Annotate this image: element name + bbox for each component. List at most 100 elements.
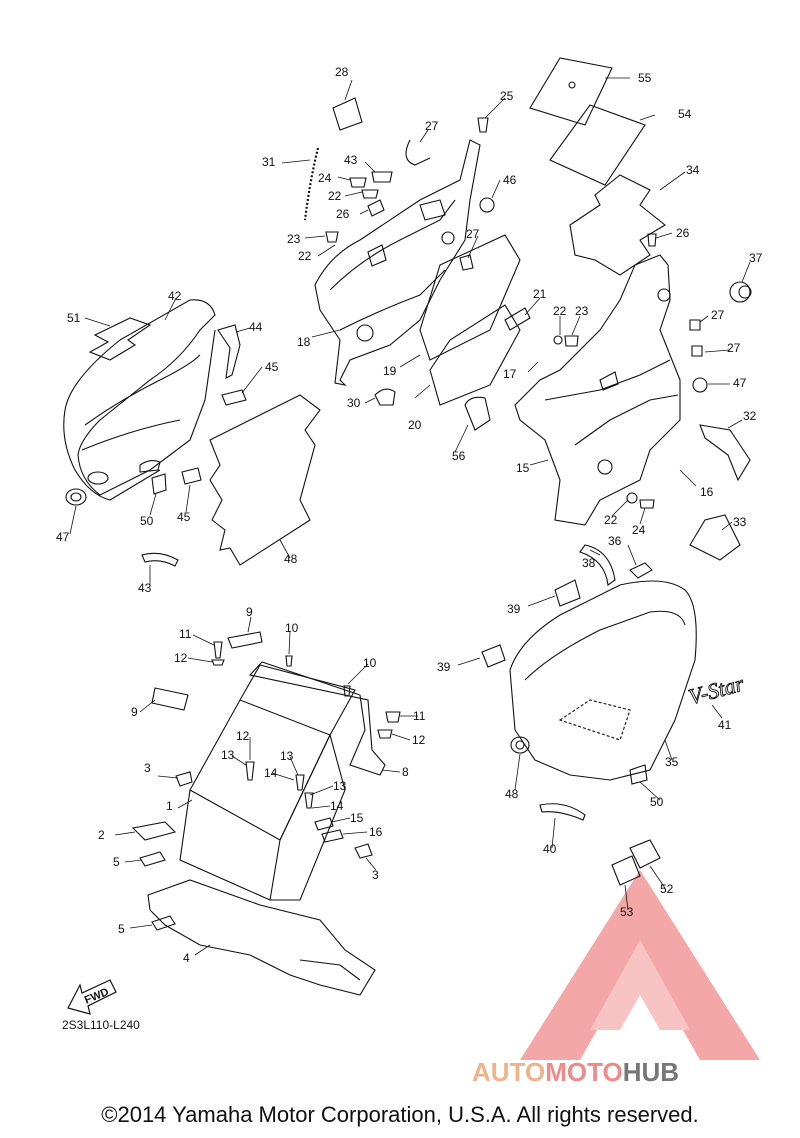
clip-30 xyxy=(374,388,396,406)
grommet-47-left xyxy=(65,488,87,506)
callout-33: 33 xyxy=(733,515,747,529)
callout-55: 55 xyxy=(638,71,652,85)
callout-49: 48 xyxy=(284,552,298,566)
callout-50-left: 50 xyxy=(140,514,154,528)
right-frame-bracket xyxy=(514,254,681,526)
panel-20 xyxy=(429,304,521,406)
callout-13-c: 14 xyxy=(330,799,344,813)
callout-numbers: 28 25 27 31 43 24 22 26 23 22 27 46 55 5… xyxy=(56,65,763,965)
sheet-5-lower xyxy=(151,915,176,931)
callout-27-c: 27 xyxy=(727,341,741,355)
callout-9-a: 10 xyxy=(285,621,299,635)
callout-27-b: 27 xyxy=(711,308,725,322)
callout-26: 26 xyxy=(336,207,350,221)
callout-50-right: 50 xyxy=(650,795,664,809)
callout-44: 44 xyxy=(249,320,263,334)
callout-19: 19 xyxy=(383,364,397,378)
callout-47-right: 48 xyxy=(505,787,519,801)
callout-23-a: 23 xyxy=(287,232,301,246)
callout-29: 28 xyxy=(335,65,349,79)
callout-8: 9 xyxy=(131,705,138,719)
callout-4: 4 xyxy=(183,951,190,965)
sheet-34 xyxy=(569,174,666,276)
callout-30: 30 xyxy=(347,396,361,410)
copyright-notice: ©2014 Yamaha Motor Corporation, U.S.A. A… xyxy=(101,1102,699,1127)
callout-9-b: 10 xyxy=(363,656,377,670)
callout-10-right: 11 xyxy=(413,709,426,723)
fwd-arrow: FWD xyxy=(67,979,117,1015)
tray-4-detail xyxy=(299,959,361,981)
callout-22-c: 22 xyxy=(553,304,567,318)
callout-11-left: 12 xyxy=(174,651,188,665)
callout-47-left: 47 xyxy=(56,530,70,544)
callout-43: 43 xyxy=(344,153,358,167)
callout-25-top: 25 xyxy=(500,89,514,103)
callout-48-right: 47 xyxy=(733,376,747,390)
watermark-triangle-logo xyxy=(520,870,760,1060)
sticker-21 xyxy=(504,307,531,331)
sticker-7 xyxy=(227,631,263,649)
callout-39-lower: 39 xyxy=(437,660,451,674)
callout-22-b: 22 xyxy=(298,249,312,263)
pad-45-lower xyxy=(181,467,202,485)
panel-55 xyxy=(529,57,613,126)
callout-41: 41 xyxy=(718,718,732,732)
pad-8 xyxy=(151,687,189,711)
callout-14-a: 15 xyxy=(350,811,364,825)
v-star-emblem: V-Star xyxy=(686,671,747,710)
sticker-52 xyxy=(629,839,661,869)
callout-51: 51 xyxy=(67,311,81,325)
nut-14-lower xyxy=(321,829,344,843)
clip-36 xyxy=(629,562,653,579)
callout-15: 15 xyxy=(516,461,530,475)
strap-32 xyxy=(699,424,751,482)
tray-4 xyxy=(147,879,376,996)
callout-13-a: 13 xyxy=(221,748,235,762)
callout-12-a: 12 xyxy=(236,729,250,743)
callout-13-b: 14 xyxy=(264,766,278,780)
callout-45-upper: 45 xyxy=(265,360,279,374)
callout-56: 56 xyxy=(452,449,466,463)
label-39-upper xyxy=(554,579,581,607)
watermark-hub: HUB xyxy=(622,1057,680,1087)
leader-lines xyxy=(69,77,751,956)
callout-17: 17 xyxy=(503,367,517,381)
upper-center-bracket xyxy=(314,139,481,386)
fasteners xyxy=(211,117,708,809)
cable-31 xyxy=(303,147,320,221)
callout-39-upper: 39 xyxy=(507,602,521,616)
watermark-auto: AUTO xyxy=(472,1057,546,1087)
callout-53: 53 xyxy=(620,905,634,919)
callout-7: 9 xyxy=(246,605,253,619)
callout-3-left: 3 xyxy=(144,761,151,775)
panel-55-hole xyxy=(568,81,576,89)
callout-36: 36 xyxy=(608,534,622,548)
callout-12-b: 13 xyxy=(280,749,294,763)
callout-40: 40 xyxy=(543,842,557,856)
panel-54 xyxy=(549,104,646,186)
bracket-6 xyxy=(248,661,386,776)
callout-25-right: 26 xyxy=(676,226,690,240)
callout-23-b: 23 xyxy=(575,304,589,318)
left-side-cover xyxy=(63,299,216,501)
sticker-51 xyxy=(88,317,152,361)
pad-56 xyxy=(464,396,491,431)
callout-21: 21 xyxy=(533,287,547,301)
grommet-37 xyxy=(729,281,752,303)
callout-38: 38 xyxy=(582,556,596,570)
fwd-label: FWD xyxy=(83,986,111,1007)
clip-3-left xyxy=(175,771,193,787)
label-39-lower xyxy=(481,644,506,668)
pad-45-upper xyxy=(221,389,247,406)
sheet-5-upper xyxy=(139,851,166,867)
clip-50-left xyxy=(151,473,167,495)
wire-28 xyxy=(405,139,431,166)
clip-50-right xyxy=(629,764,648,785)
right-side-cover xyxy=(509,580,697,781)
sticker-53 xyxy=(611,855,641,886)
callout-35: 35 xyxy=(665,755,679,769)
callout-11-right: 12 xyxy=(412,733,426,747)
battery-case xyxy=(179,664,356,901)
callout-48-top: 46 xyxy=(503,173,517,187)
